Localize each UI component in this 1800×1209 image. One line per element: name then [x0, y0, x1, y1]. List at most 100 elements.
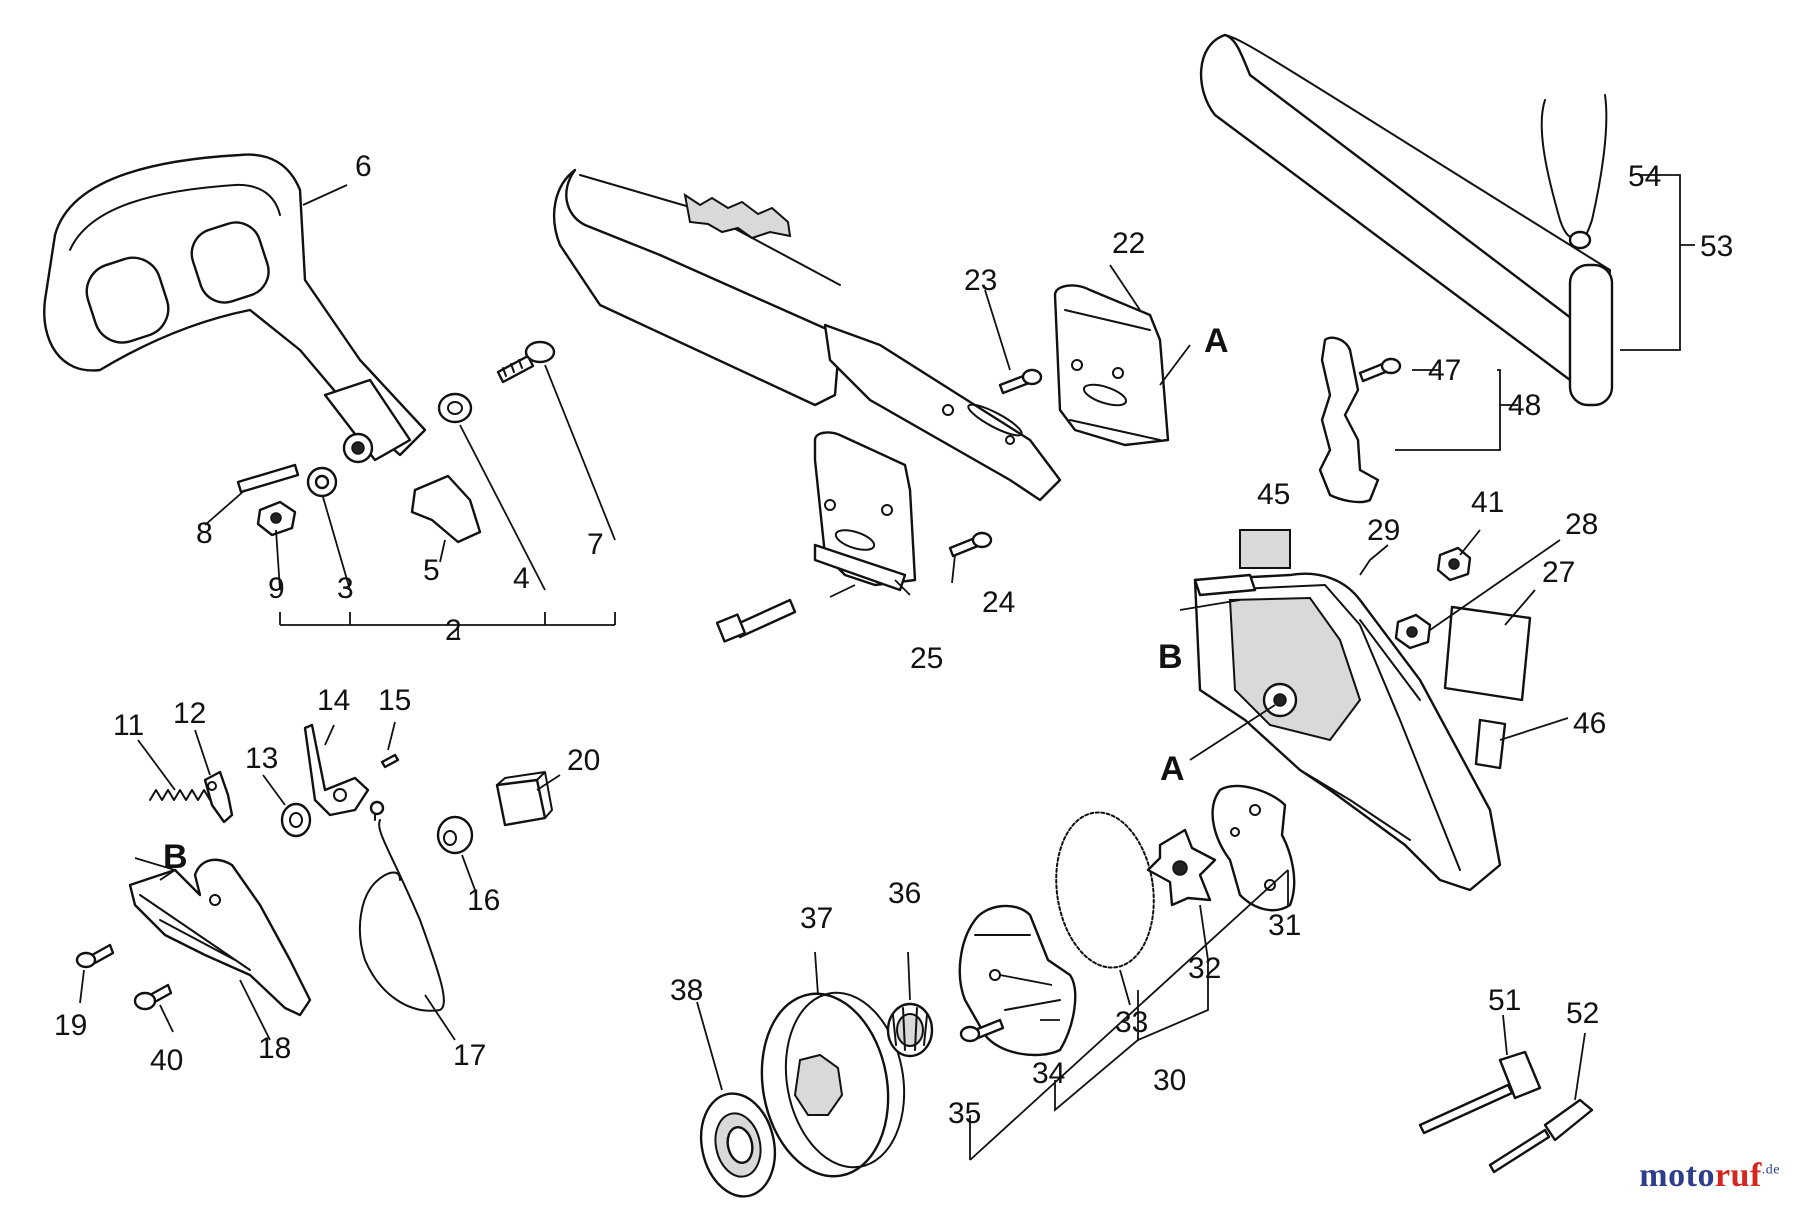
label-51: 51: [1488, 984, 1521, 1017]
part-32-hub: [1146, 828, 1217, 907]
label-28: 28: [1565, 508, 1598, 541]
ref-letter-a-right: A: [1160, 750, 1185, 788]
part-9-nut: [256, 500, 297, 537]
label-19: 19: [54, 1009, 87, 1042]
part-48-bracket: [1318, 336, 1380, 504]
label-8: 8: [196, 517, 213, 550]
label-2: 2: [445, 614, 462, 647]
part-11-spring: [149, 789, 211, 801]
part-15-pin: [380, 753, 400, 769]
part-guide-bar: [823, 323, 1062, 502]
label-37: 37: [800, 902, 833, 935]
part-46-label: [1474, 718, 1507, 770]
label-14: 14: [317, 684, 350, 717]
label-52: 52: [1566, 997, 1599, 1030]
part-53-scabbard: [1199, 33, 1614, 407]
part-16-bushing: [436, 815, 474, 855]
label-35: 35: [948, 1097, 981, 1130]
part-37-clutch-drum: [760, 991, 906, 1178]
part-51-wrench: [1418, 1050, 1542, 1135]
part-6-bar-guard: [43, 153, 427, 464]
part-labels: 2 3 4 5 6 7 8 9 11 12 13 14 15 16 17 18 …: [54, 150, 1733, 1130]
part-13-collar: [280, 802, 312, 838]
label-31: 31: [1268, 909, 1301, 942]
part-14-brake-lever: [303, 723, 370, 817]
label-17: 17: [453, 1039, 486, 1072]
part-stud-bolt: [715, 598, 797, 643]
label-18: 18: [258, 1032, 291, 1065]
label-41: 41: [1471, 486, 1504, 519]
label-16: 16: [467, 884, 500, 917]
part-19-screw: [75, 943, 115, 969]
part-7-bolt: [496, 340, 556, 384]
label-23: 23: [964, 264, 997, 297]
label-40: 40: [150, 1044, 183, 1077]
part-4-collar: [437, 392, 473, 424]
part-36-needle-bearing: [886, 1002, 934, 1058]
label-5: 5: [423, 554, 440, 587]
label-36: 36: [888, 877, 921, 910]
part-31-side-plate: [1211, 784, 1296, 912]
label-9: 9: [268, 572, 285, 605]
label-27: 27: [1542, 556, 1575, 589]
part-45-label: [1239, 529, 1291, 569]
label-29: 29: [1367, 514, 1400, 547]
label-3: 3: [337, 572, 354, 605]
label-7: 7: [587, 528, 604, 561]
watermark-logo: motoruf.de: [1639, 1157, 1780, 1195]
part-47-screw: [1358, 357, 1402, 383]
label-12: 12: [173, 697, 206, 730]
label-54: 54: [1628, 160, 1661, 193]
part-52-screwdriver: [1488, 1098, 1594, 1174]
label-38: 38: [670, 974, 703, 1007]
label-34: 34: [1032, 1057, 1065, 1090]
part-8-pin: [236, 463, 300, 494]
label-11: 11: [113, 709, 144, 742]
part-25-inner-plate: [813, 431, 917, 592]
part-20-block: [495, 771, 553, 827]
label-53: 53: [1700, 230, 1733, 263]
part-23-screw: [998, 368, 1043, 395]
label-4: 4: [513, 562, 530, 595]
part-12-lever: [203, 770, 234, 824]
part-35-screw: [959, 1018, 1005, 1043]
label-6: 6: [355, 150, 372, 183]
part-27-label: [1443, 605, 1532, 702]
part-38-rim-sprocket: [699, 1092, 777, 1198]
label-20: 20: [567, 744, 600, 777]
label-15: 15: [378, 684, 411, 717]
ref-letter-b-right: B: [1158, 638, 1183, 676]
part-17-brake-band: [358, 800, 445, 1012]
part-24-screw: [948, 531, 993, 558]
watermark-part2: ruf: [1714, 1157, 1762, 1194]
label-48: 48: [1508, 389, 1541, 422]
watermark-suffix: .de: [1761, 1162, 1780, 1178]
label-30: 30: [1153, 1064, 1186, 1097]
label-33: 33: [1115, 1006, 1148, 1039]
part-5-plate: [410, 474, 482, 544]
part-54-strap: [1540, 94, 1608, 250]
watermark-part1: moto: [1639, 1157, 1715, 1194]
part-18-brake-housing: [128, 858, 312, 1017]
part-34-clutch-shoe: [958, 904, 1077, 1057]
part-chain-bar: [552, 168, 842, 407]
label-24: 24: [982, 586, 1015, 619]
label-45: 45: [1257, 478, 1290, 511]
ref-letter-b-left: B: [163, 838, 188, 876]
label-13: 13: [245, 742, 278, 775]
label-22: 22: [1112, 227, 1145, 260]
part-40-screw: [133, 983, 173, 1011]
label-32: 32: [1188, 952, 1221, 985]
label-25: 25: [910, 642, 943, 675]
part-3-washer: [306, 466, 338, 498]
label-46: 46: [1573, 707, 1606, 740]
part-29-clutch-cover: [1193, 572, 1502, 892]
part-28-nut: [1394, 613, 1432, 650]
part-33-spring: [1055, 811, 1155, 969]
label-47: 47: [1428, 354, 1461, 387]
ref-letter-a-top: A: [1204, 322, 1229, 360]
part-22-outer-plate: [1053, 284, 1170, 447]
part-41-nut: [1436, 546, 1472, 582]
leader-lines: [79, 174, 1695, 1161]
